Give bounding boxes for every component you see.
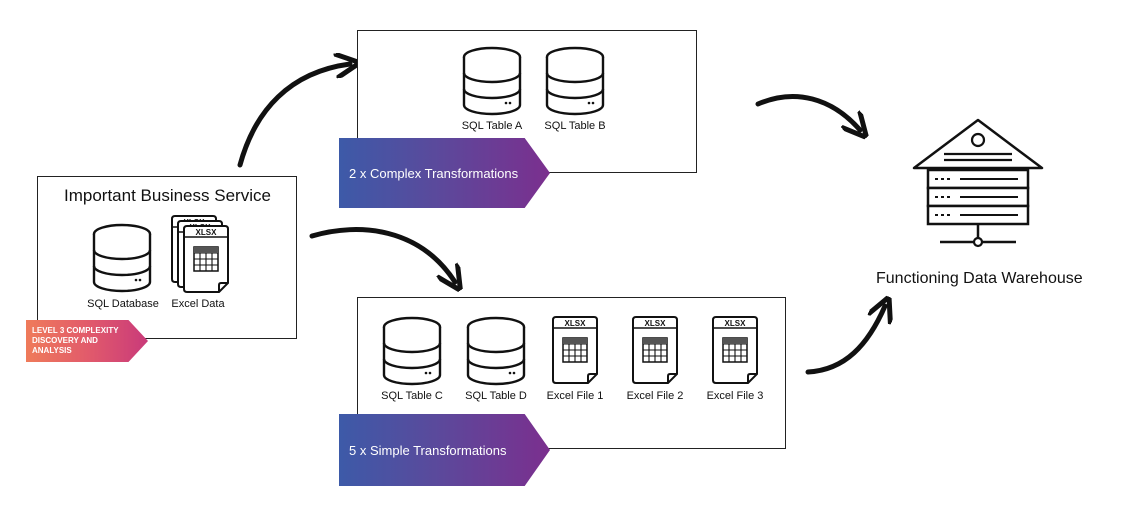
excel-file-icon bbox=[712, 316, 758, 384]
simple-item-label: SQL Table D bbox=[465, 390, 527, 402]
database-icon bbox=[462, 46, 522, 116]
complexity-banner: LEVEL 3 COMPLEXITY DISCOVERY AND ANALYSI… bbox=[26, 320, 148, 362]
complexity-line: LEVEL 3 COMPLEXITY bbox=[32, 326, 119, 335]
arrow-to-complex bbox=[237, 64, 350, 168]
excel-file-icon bbox=[632, 316, 678, 384]
simple-banner: 5 x Simple Transformations bbox=[339, 414, 550, 486]
complex-banner: 2 x Complex Transformations bbox=[339, 138, 550, 208]
excel-file-icon bbox=[552, 316, 598, 384]
database-icon bbox=[92, 223, 152, 293]
source-box bbox=[37, 176, 297, 339]
database-icon bbox=[382, 316, 442, 386]
simple-item-label: SQL Table C bbox=[381, 390, 443, 402]
complexity-line: ANALYSIS bbox=[32, 346, 72, 355]
excel-files-icon bbox=[171, 215, 229, 293]
simple-item-label: Excel File 1 bbox=[546, 390, 604, 402]
simple-item-label: Excel File 3 bbox=[706, 390, 764, 402]
arrow-complex-to-warehouse bbox=[755, 94, 860, 130]
source-item-label: Excel Data bbox=[171, 298, 225, 310]
database-icon bbox=[545, 46, 605, 116]
data-warehouse-icon bbox=[912, 118, 1044, 248]
complexity-line: DISCOVERY AND bbox=[32, 336, 98, 345]
database-icon bbox=[466, 316, 526, 386]
source-item-label: SQL Database bbox=[87, 298, 159, 310]
complex-item-label: SQL Table B bbox=[544, 120, 606, 132]
warehouse-label: Functioning Data Warehouse bbox=[876, 270, 1083, 287]
complex-item-label: SQL Table A bbox=[461, 120, 523, 132]
simple-item-label: Excel File 2 bbox=[626, 390, 684, 402]
arrow-to-simple bbox=[309, 227, 455, 282]
source-title: Important Business Service bbox=[64, 186, 271, 205]
arrow-simple-to-warehouse bbox=[805, 306, 885, 375]
